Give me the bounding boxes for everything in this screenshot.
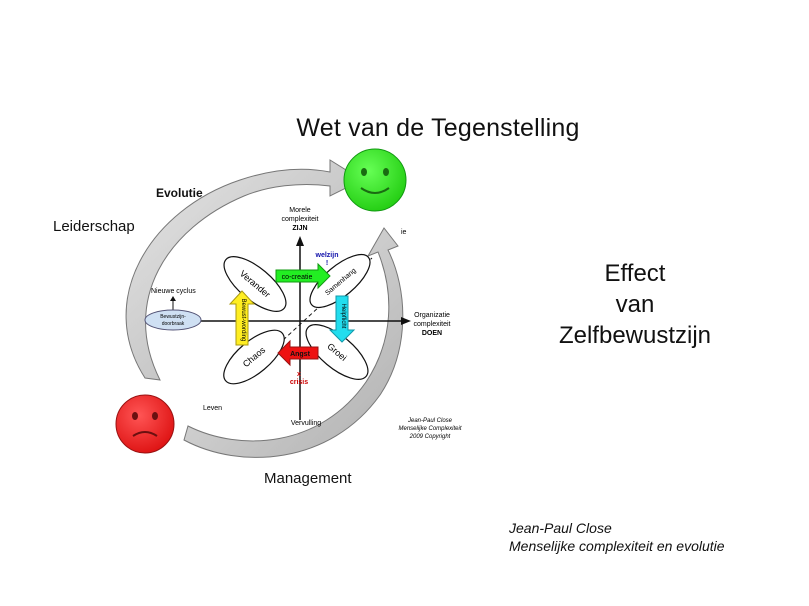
effect-line-2: van (615, 291, 655, 318)
bewustzijn-line2: doorbraak (162, 321, 185, 327)
author-subtitle: Menselijke complexiteit en evolutie (509, 538, 725, 554)
svg-text:Helpflicht: Helpflicht (340, 304, 346, 329)
bewustzijn-doorbraak-ellipse (144, 309, 202, 331)
leiderschap-label: Leiderschap (53, 218, 135, 235)
axis-right-line2: complexiteit (414, 321, 451, 328)
nieuwe-cyclus-label: Nieuwe cyclus (151, 288, 196, 295)
svg-text:Angst: Angst (290, 351, 311, 358)
arrow-bewustwording: Bewust-wording (228, 290, 256, 346)
welzijn-label: welzijn (315, 252, 339, 259)
smiley-face-icon (343, 148, 407, 212)
ellipse-groei: Groei (305, 324, 369, 380)
axis-right-line3: DOEN (422, 330, 442, 337)
sad-face-icon (115, 394, 175, 454)
author-credit: Jean-Paul Close Menselijke complexiteit … (509, 519, 725, 555)
ellipse-verander: Verander (223, 256, 287, 312)
axis-bottom-label: Vervulling (291, 420, 321, 427)
arrow-angst: Angst (277, 339, 319, 367)
copyright-line3: 2009 Copyright (409, 434, 451, 440)
effect-line-1: Effect (604, 260, 666, 287)
axis-top-line2: complexiteit (282, 216, 319, 223)
topright-cut-label: ie (401, 229, 407, 236)
svg-text:co-creatie: co-creatie (282, 274, 313, 281)
cycle-arrow-lower (183, 227, 404, 458)
evolutie-label: Evolutie (156, 186, 203, 200)
copyright-line2: Menselijke Complexiteit (398, 426, 461, 432)
management-label: Management (264, 470, 352, 487)
arrow-helpflicht: Helpflicht (328, 295, 356, 343)
effect-heading: Effect van Zelfbewustzijn (540, 258, 730, 351)
axis-left-leven: Leven (203, 405, 222, 412)
arrow-co-creatie: co-creatie (275, 262, 331, 290)
copyright-line1: Jean-Paul Close (407, 418, 453, 424)
ellipse-chaos: Chaos (223, 329, 285, 385)
crisis-label: crisis (290, 379, 308, 386)
svg-text:Bewust-wording: Bewust-wording (240, 299, 246, 342)
author-name: Jean-Paul Close (509, 520, 612, 536)
crisis-x: x (297, 371, 301, 378)
effect-line-3: Zelfbewustzijn (558, 322, 712, 349)
axis-top-line1: Morele (289, 207, 311, 214)
axis-top-line3: ZIJN (292, 225, 307, 232)
bewustzijn-line1: Bewustzijn- (160, 314, 186, 320)
welzijn-exclaim: ! (326, 260, 328, 267)
page-title: Wet van de Tegenstelling (296, 114, 580, 142)
axis-right-line1: Organizatie (414, 312, 450, 319)
